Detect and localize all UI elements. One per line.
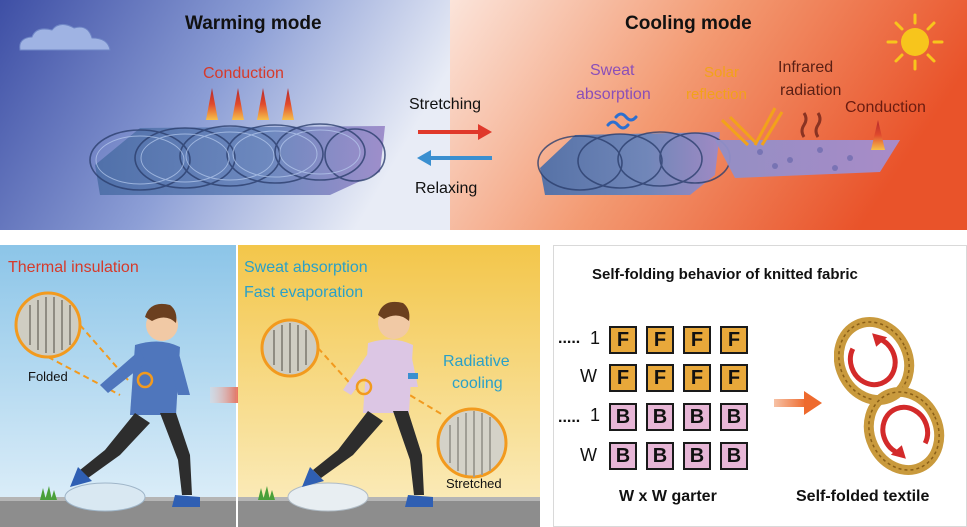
sweat-absorption-label: Sweat absorption [244,259,368,276]
grid-cell-front: F [720,326,748,354]
solar-reflection-label-line1: Solar [704,64,740,81]
conduction-arrows-left [206,88,294,120]
thermal-insulation-panel: Thermal insulation Folded [0,245,236,527]
cooling-mode-title: Cooling mode [625,13,752,34]
self-folding-title: Self-folding behavior of knitted fabric [592,266,858,283]
grid-cell-front: F [683,364,711,392]
garter-grid: F F F F F F F F B B B B B B B B [609,326,749,476]
top-background [0,0,967,230]
conduction-arrow-right [871,120,885,150]
folded-fabric-illustration [89,123,386,195]
sweat-icon [606,112,638,130]
grid-cell-back: B [609,442,637,470]
radiative-cooling-label-line1: Radiative [443,353,510,370]
relaxing-label: Relaxing [415,180,478,197]
sweat-absorption-label-line2: absorption [576,86,651,103]
grid-cell-front: F [720,364,748,392]
self-folded-textile-label: Self-folded textile [796,488,930,505]
grid-cell-front: F [609,364,637,392]
radiative-cooling-panel: Sweat absorption Fast evaporation Radiat… [238,245,540,527]
runner-blue-jacket [70,303,200,507]
grid-cell-front: F [646,326,674,354]
runner-warm-scene [238,245,540,527]
grid-cell-front: F [683,326,711,354]
stretched-label: Stretched [446,476,502,491]
row-label-1-back: 1 [590,405,601,425]
grid-cell-back: B [609,403,637,431]
infrared-arrows [800,112,822,138]
dots-front: ..... [558,330,581,347]
grid-cell-back: B [720,442,748,470]
warming-mode-title: Warming mode [185,13,322,34]
row-label-1-front: 1 [590,328,601,348]
thermal-insulation-label: Thermal insulation [8,259,139,276]
stretching-label: Stretching [409,96,482,113]
self-folded-textile-illustration [834,317,945,475]
folded-label: Folded [28,369,68,384]
row-label-w-back: W [580,445,597,465]
infrared-radiation-label-line1: Infrared [778,59,834,76]
row-label-w-front: W [580,366,597,386]
dots-back: ..... [558,409,581,426]
runner-cold-scene [0,245,236,527]
solar-reflection-label-line2: reflection [686,86,747,103]
sweat-absorption-label-line1: Sweat [590,62,635,79]
grid-cell-back: B [720,403,748,431]
infrared-radiation-label-line2: radiation [780,82,842,99]
sun-icon [886,13,944,71]
grid-cell-front: F [609,326,637,354]
solar-reflection-rays [720,107,784,147]
conduction-label-right: Conduction [845,99,926,116]
self-folding-panel: Self-folding behavior of knitted fabric … [553,245,967,527]
runner-light-jacket [302,301,433,507]
grid-cell-front: F [646,364,674,392]
stretched-fabric-illustration [537,131,900,195]
grid-cell-back: B [683,403,711,431]
grid-cell-back: B [646,442,674,470]
fast-evaporation-label: Fast evaporation [244,284,364,301]
conduction-label-left: Conduction [203,65,284,82]
garter-label: W x W garter [619,488,717,505]
cloud-icon [19,24,111,51]
stretching-arrow [418,124,492,140]
top-panel: Warming mode Cooling mode Conduction Str… [0,0,967,230]
radiative-cooling-label-line2: cooling [452,375,503,392]
grid-cell-back: B [683,442,711,470]
fold-arrow [774,391,822,415]
relaxing-arrow [417,150,492,166]
grid-cell-back: B [646,403,674,431]
